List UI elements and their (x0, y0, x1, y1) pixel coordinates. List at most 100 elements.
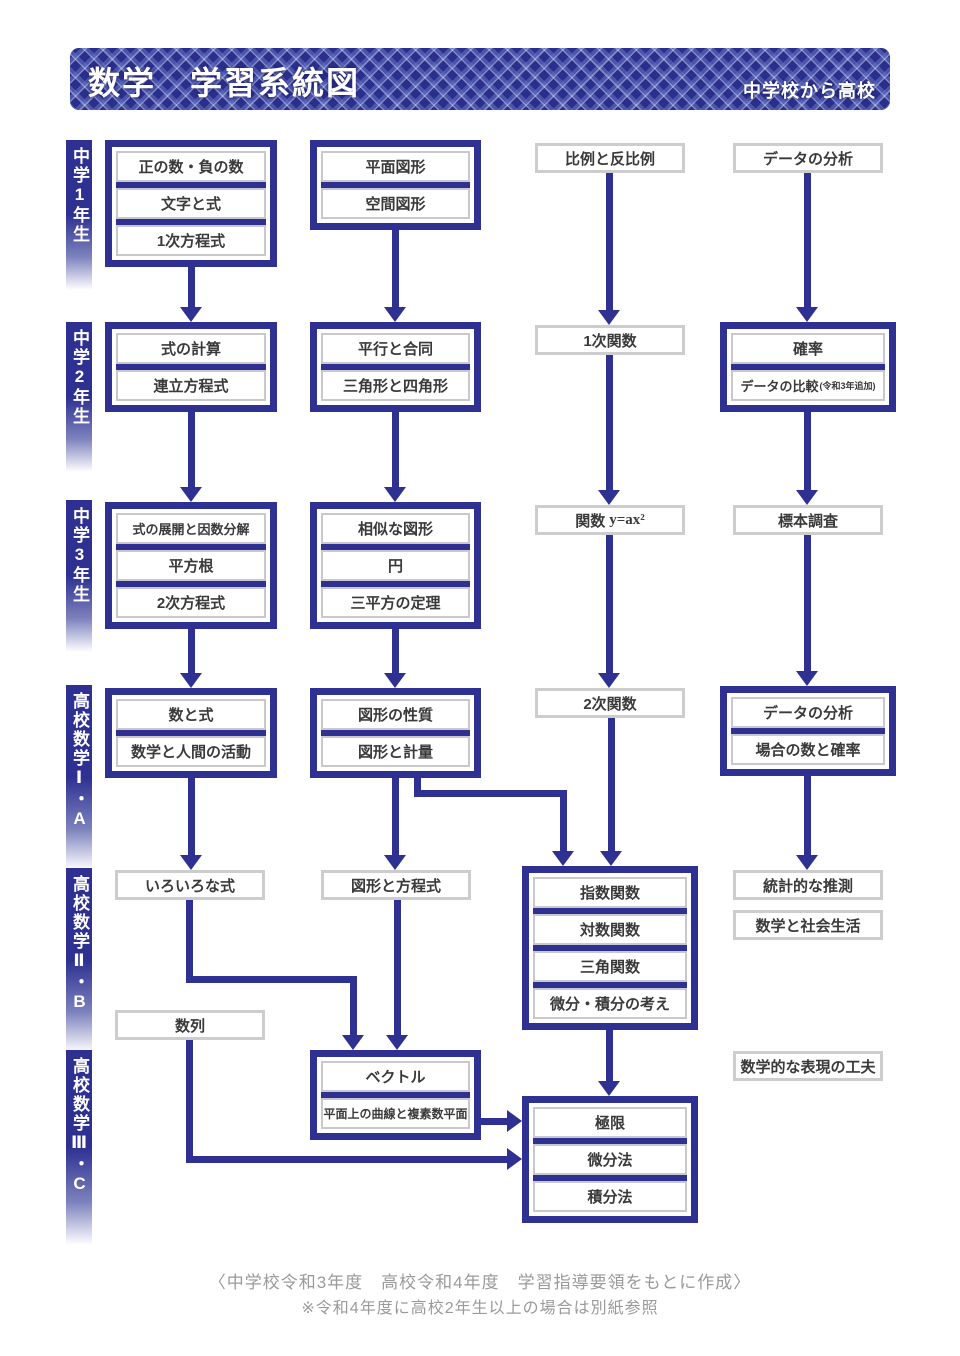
box-positive-negative-numbers: 正の数・負の数 (116, 151, 266, 182)
group-j2-data: 確率 データの比較(令和3年追加) (720, 322, 896, 412)
box-numbers-expressions: 数と式 (116, 699, 266, 730)
arrow-algebra-h1a-h2b (188, 778, 195, 855)
arrowhead-down (384, 487, 406, 502)
box-pythagorean-theorem: 三平方の定理 (321, 587, 470, 618)
arrow-sequences-segment (186, 1156, 507, 1163)
group-h1a-data: データの分析 場合の数と確率 (720, 686, 896, 776)
arrow-data-h1a-h2b (804, 776, 811, 855)
box-probability: 確率 (731, 333, 885, 364)
group-separator (731, 728, 885, 734)
group-separator (533, 982, 687, 988)
group-separator (533, 1138, 687, 1144)
arrowhead-down (600, 851, 622, 866)
box-linear-functions: 1次関数 (535, 325, 685, 355)
arrow-various-expressions-segment (350, 976, 357, 1035)
box-data-comparison-label: データの比較 (740, 379, 819, 394)
arrow-functions-j3-h1a (606, 535, 613, 673)
box-math-human-activity: 数学と人間の活動 (116, 736, 266, 767)
box-curves-complex-plane: 平面上の曲線と複素数平面 (321, 1098, 470, 1129)
arrow-algebra-j2-j3 (188, 412, 195, 487)
arrowhead-down (796, 671, 818, 686)
group-j1-geometry: 平面図形 空間図形 (310, 140, 481, 230)
group-separator (321, 1092, 470, 1098)
arrow-algebra-j1-j2 (188, 267, 195, 307)
page-subtitle: 中学校から高校 (743, 81, 876, 101)
arrow-functions-j2-j3 (606, 355, 613, 490)
group-h1a-algebra: 数と式 数学と人間の活動 (105, 688, 277, 778)
arrowhead-right (507, 1148, 522, 1170)
group-separator (533, 1175, 687, 1181)
group-separator (321, 581, 470, 587)
arrowhead-down (180, 855, 202, 870)
arrow-measurement-branch-segment (414, 778, 421, 797)
box-exponential-functions: 指数関数 (533, 877, 687, 908)
group-separator (321, 730, 470, 736)
box-plane-figures: 平面図形 (321, 151, 470, 182)
arrow-geometry-j2-j3 (392, 412, 399, 487)
box-parallel-congruence: 平行と合同 (321, 333, 470, 364)
function-formula: y=ax² (609, 511, 645, 528)
arrowhead-down (384, 855, 406, 870)
box-differentiation: 微分法 (533, 1144, 687, 1175)
arrow-geometry-j3-h1a (392, 629, 399, 673)
arrowhead-down (598, 673, 620, 688)
group-separator (731, 364, 885, 370)
box-proportion-inverse-proportion: 比例と反比例 (535, 143, 685, 173)
group-separator (321, 364, 470, 370)
box-simultaneous-equations: 連立方程式 (116, 370, 266, 401)
arrow-geometry-h1a-h2b (392, 778, 399, 855)
group-separator (116, 364, 266, 370)
box-vectors: ベクトル (321, 1061, 470, 1092)
page-title: 数学 学習系統図 (88, 65, 361, 101)
box-math-expression-devices: 数学的な表現の工夫 (733, 1051, 883, 1081)
box-linear-equations: 1次方程式 (116, 225, 266, 256)
arrow-data-j2-j3 (804, 412, 811, 490)
group-separator (321, 544, 470, 550)
group-h3c-calculus: 極限 微分法 積分法 (522, 1096, 698, 1223)
arrowhead-down (384, 307, 406, 322)
box-similar-figures: 相似な図形 (321, 513, 470, 544)
arrowhead-down (552, 851, 574, 866)
arrow-figures-equations-to-vectors (394, 900, 401, 1035)
box-logarithmic-functions: 対数関数 (533, 914, 687, 945)
group-h3c-vectors: ベクトル 平面上の曲線と複素数平面 (310, 1050, 481, 1140)
box-various-expressions: いろいろな式 (115, 870, 265, 900)
group-separator (116, 581, 266, 587)
box-sequences: 数列 (115, 1010, 265, 1040)
group-separator (116, 730, 266, 736)
group-separator (116, 182, 266, 188)
grade-bar-junior3: 中学3年生 (66, 500, 92, 652)
arrow-measurement-branch-segment (560, 790, 567, 851)
arrow-algebra-j3-h1a (188, 629, 195, 673)
group-separator (321, 182, 470, 188)
box-trigonometric-functions: 三角関数 (533, 951, 687, 982)
arrow-measurement-branch-segment (414, 790, 567, 797)
arrowhead-right (507, 1110, 522, 1132)
arrowhead-down (796, 855, 818, 870)
grade-bar-junior1: 中学1年生 (66, 140, 92, 290)
arrow-functions-j1-j2 (606, 173, 613, 310)
box-data-analysis-j1: データの分析 (733, 143, 883, 173)
arrowhead-down (796, 307, 818, 322)
box-quadratic-equations: 2次方程式 (116, 587, 266, 618)
arrow-functions-to-calculus-group (606, 1030, 613, 1081)
box-letters-expressions: 文字と式 (116, 188, 266, 219)
group-h1a-geometry: 図形の性質 図形と計量 (310, 688, 481, 778)
box-space-figures: 空間図形 (321, 188, 470, 219)
group-separator (116, 544, 266, 550)
grade-bar-junior2: 中学2年生 (66, 322, 92, 472)
arrowhead-down (386, 1035, 408, 1050)
box-expression-calculation: 式の計算 (116, 333, 266, 364)
arrowhead-down (598, 1081, 620, 1096)
group-separator (533, 945, 687, 951)
arrowhead-down (180, 673, 202, 688)
box-counting-probability: 場合の数と確率 (731, 734, 885, 765)
group-j2-geometry: 平行と合同 三角形と四角形 (310, 322, 481, 412)
box-data-comparison: データの比較(令和3年追加) (731, 370, 885, 401)
arrowhead-down (342, 1035, 364, 1050)
group-j3-geometry: 相似な図形 円 三平方の定理 (310, 502, 481, 629)
box-calculus-concepts: 微分・積分の考え (533, 988, 687, 1019)
group-j2-algebra: 式の計算 連立方程式 (105, 322, 277, 412)
